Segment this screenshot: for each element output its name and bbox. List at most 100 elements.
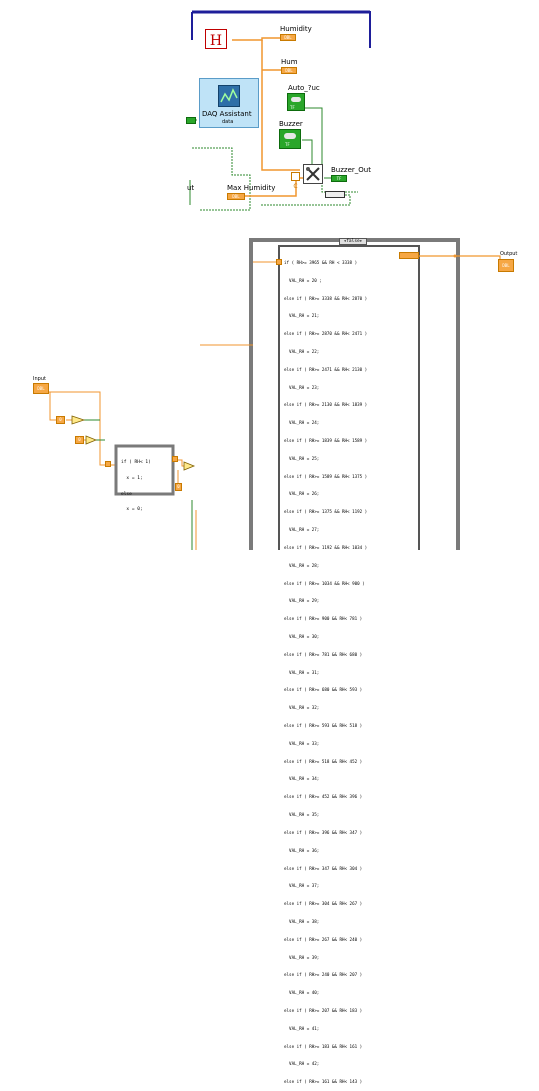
formula-input-terminal[interactable] [276,259,282,265]
auto-control[interactable]: TF [287,93,305,111]
case-selector[interactable]: ◂false▸ [339,238,367,245]
select-node[interactable] [303,164,323,184]
daq-data-label: data [222,119,234,125]
case-selector-left-arrow[interactable]: ◂ [343,239,347,244]
formula-line: else if ( RH>= 518 && RH< 452 ) [284,758,363,764]
formula-line: VAL_RH = 33; [284,740,320,746]
formula-line: else if ( RH>= 2130 && RH< 1839 ) [284,402,368,408]
formula-line: else if ( RH>= 781 && RH< 680 ) [284,651,363,657]
output-label: Output [500,251,518,257]
formula-line: VAL_RH = 41; [284,1025,320,1031]
formula-line: VAL_RH = 39; [284,954,320,960]
formula-line: VAL_RH = 24; [284,420,320,426]
formula-node[interactable]: if ( RH>= 3965 && RH < 3338 ) VAL_RH = 2… [284,248,367,1091]
formula-line: VAL_RH = 37; [284,883,320,889]
small-formula-node[interactable]: if ( RH< 1) x = 1; else x = 0; [121,450,151,518]
formula-line: VAL_RH = 23; [284,384,320,390]
formula-line: VAL_RH = 22; [284,348,320,354]
formula-line: VAL_RH = 25; [284,455,320,461]
formula-line: VAL_RH = 31; [284,669,320,675]
formula-line: else if ( RH>= 161 && RH< 143 ) [284,1079,363,1085]
humidity-indicator[interactable]: DBL [280,34,296,41]
formula-line: VAL_RH = 36; [284,847,320,853]
daq-left-terminal[interactable] [186,117,196,124]
auto-label: Auto_?uc [288,84,320,92]
formula-line: VAL_RH = 38; [284,918,320,924]
buzzer-out-label: Buzzer_Out [331,166,371,174]
formula-line: VAL_RH = 29; [284,598,320,604]
humidity-label: Humidity [280,25,312,33]
small-gray-terminal[interactable] [325,191,345,198]
buzzer-control[interactable]: TF [279,129,301,149]
formula-line: else if ( RH>= 240 && RH< 207 ) [284,972,363,978]
formula-line: VAL_RH = 27; [284,527,320,533]
formula-line: else if ( RH>= 267 && RH< 240 ) [284,936,363,942]
daq-waveform-icon [220,88,238,103]
output-term-label: DBL [502,263,510,268]
formula-line: else if ( RH>= 452 && RH< 396 ) [284,794,363,800]
buzzer-term-label: TF [285,142,290,147]
formula-line: VAL_RH = 35; [284,812,320,818]
formula-line: VAL_RH = 21; [284,313,320,319]
formula-line: else if ( RH>= 3338 && RH< 2870 ) [284,295,368,301]
case-selector-value: false [346,239,360,244]
max-humidity-control[interactable]: DBL [227,193,245,200]
small-formula-line: if ( RH< 1) [121,460,151,466]
block-diagram-wires [42,10,501,550]
h-node-label: H [209,33,223,49]
formula-line: VAL_RH = 28; [284,562,320,568]
auto-switch-icon [291,97,301,102]
constant-node-2[interactable]: 0 [75,436,84,444]
formula-line: VAL_RH = 20 ; [284,277,322,283]
input-term-label: DBL [37,386,45,391]
buzzer-out-indicator[interactable]: TF [331,175,347,182]
formula-line: else if ( RH>= 396 && RH< 347 ) [284,829,363,835]
buzzer-switch-icon [284,133,296,139]
tools-icon [306,167,320,181]
formula-line: else if ( RH>= 1192 && RH< 1034 ) [284,544,368,550]
formula-line: else if ( RH>= 304 && RH< 267 ) [284,901,363,907]
hum-label: Hum [281,58,298,66]
formula-line: VAL_RH = 30; [284,633,320,639]
small-formula-line: else [121,491,132,497]
formula-line: if ( RH>= 3965 && RH < 3338 ) [284,259,358,265]
constant-node-1[interactable]: 0 [56,416,65,424]
formula-line: else if ( RH>= 1034 && RH< 900 ) [284,580,365,586]
output-indicator[interactable]: DBL [498,259,514,272]
formula-line: else if ( RH>= 347 && RH< 304 ) [284,865,363,871]
daq-assistant[interactable]: DAQ Assistant data [199,78,259,128]
formula-line: else if ( RH>= 2870 && RH< 2471 ) [284,331,368,337]
formula-line: else if ( RH>= 900 && RH< 781 ) [284,616,363,622]
formula-line: else if ( RH>= 1589 && RH< 1375 ) [284,473,368,479]
formula-line: VAL_RH = 42; [284,1061,320,1067]
input-control[interactable]: DBL [33,383,49,394]
formula-line: else if ( RH>= 1839 && RH< 1589 ) [284,438,368,443]
small-formula-output[interactable] [172,456,178,462]
small-formula-input[interactable] [105,461,111,467]
formula-line: else if ( RH>= 183 && RH< 161 ) [284,1043,363,1049]
formula-line: VAL_RH = 40; [284,990,320,996]
formula-line: VAL_RH = 32; [284,705,320,711]
c-node-label: C [293,183,298,190]
formula-line: else if ( RH>= 207 && RH< 183 ) [284,1008,363,1013]
formula-line: else if ( RH>= 680 && RH< 593 ) [284,687,363,693]
formula-line: VAL_RH = 34; [284,776,320,782]
buzzer-label: Buzzer [279,120,303,128]
constant-node-3[interactable]: 0 [175,483,182,491]
h-node[interactable]: H [205,29,227,49]
daq-icon [218,85,240,107]
input-label: Input [33,376,46,382]
formula-line: else if ( RH>= 593 && RH< 518 ) [284,723,363,728]
formula-line: else if ( RH>= 1375 && RH< 1192 ) [284,509,368,515]
formula-line: else if ( RH>= 2471 && RH< 2130 ) [284,366,368,372]
max-humidity-label: Max Humidity [227,184,276,192]
case-selector-right-arrow[interactable]: ▸ [359,239,363,244]
daq-label: DAQ Assistant [202,110,252,118]
formula-line: VAL_RH = 26; [284,491,320,497]
hum-indicator[interactable]: DBL [281,67,297,74]
small-formula-line: x = 0; [121,507,143,513]
auto-term-label: TF [290,105,295,110]
c-node[interactable]: C [291,172,300,190]
formula-output-terminal[interactable] [399,252,419,259]
small-formula-line: x = 1; [121,476,143,482]
